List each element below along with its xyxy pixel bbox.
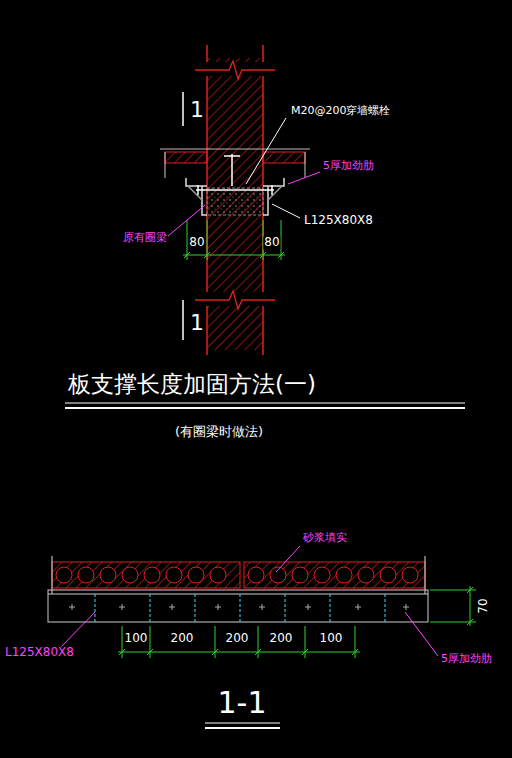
section-mark: 1 xyxy=(189,98,205,122)
mortar-label: 砂浆填实 xyxy=(302,532,348,544)
angle-label: L125X80X8 xyxy=(303,214,374,227)
dimension: 70 xyxy=(477,597,490,614)
section-mark: 1 xyxy=(189,311,205,335)
floor-slab xyxy=(160,149,310,178)
dimension-lines xyxy=(183,220,285,260)
ring-beam-label: 原有圈梁 xyxy=(122,232,168,244)
steel-angle xyxy=(186,178,284,215)
leader-lines xyxy=(60,546,438,656)
title-underline xyxy=(65,403,465,408)
dimension: 80 xyxy=(188,236,205,249)
drawing-caption: (有圈梁时做法) xyxy=(175,425,263,439)
section-title: 1-1 xyxy=(217,686,268,719)
section-title-underline xyxy=(205,723,280,728)
stiffener-label: 5厚加劲肋 xyxy=(322,160,375,172)
bolt-label: M20@200穿墙螺栓 xyxy=(290,105,391,117)
brick-wall xyxy=(195,45,275,355)
stiffener-label: 5厚加劲肋 xyxy=(440,653,493,665)
section-cut-mark xyxy=(182,92,184,340)
dimension: 100 xyxy=(319,632,344,645)
dimension: 100 xyxy=(124,632,149,645)
ring-beam xyxy=(207,188,263,215)
leader-lines xyxy=(168,118,320,236)
dimension: 80 xyxy=(263,236,280,249)
dimension: 200 xyxy=(269,632,294,645)
dimension-lines xyxy=(118,586,476,658)
angle-label: L125X80X8 xyxy=(4,646,75,659)
hollow-core-slab xyxy=(52,556,425,594)
through-bolt xyxy=(196,154,274,195)
drawing-title: 板支撑长度加固方法(一) xyxy=(68,372,316,397)
dimension: 200 xyxy=(225,632,250,645)
steel-angle-elevation xyxy=(48,590,428,622)
dimension: 200 xyxy=(170,632,195,645)
